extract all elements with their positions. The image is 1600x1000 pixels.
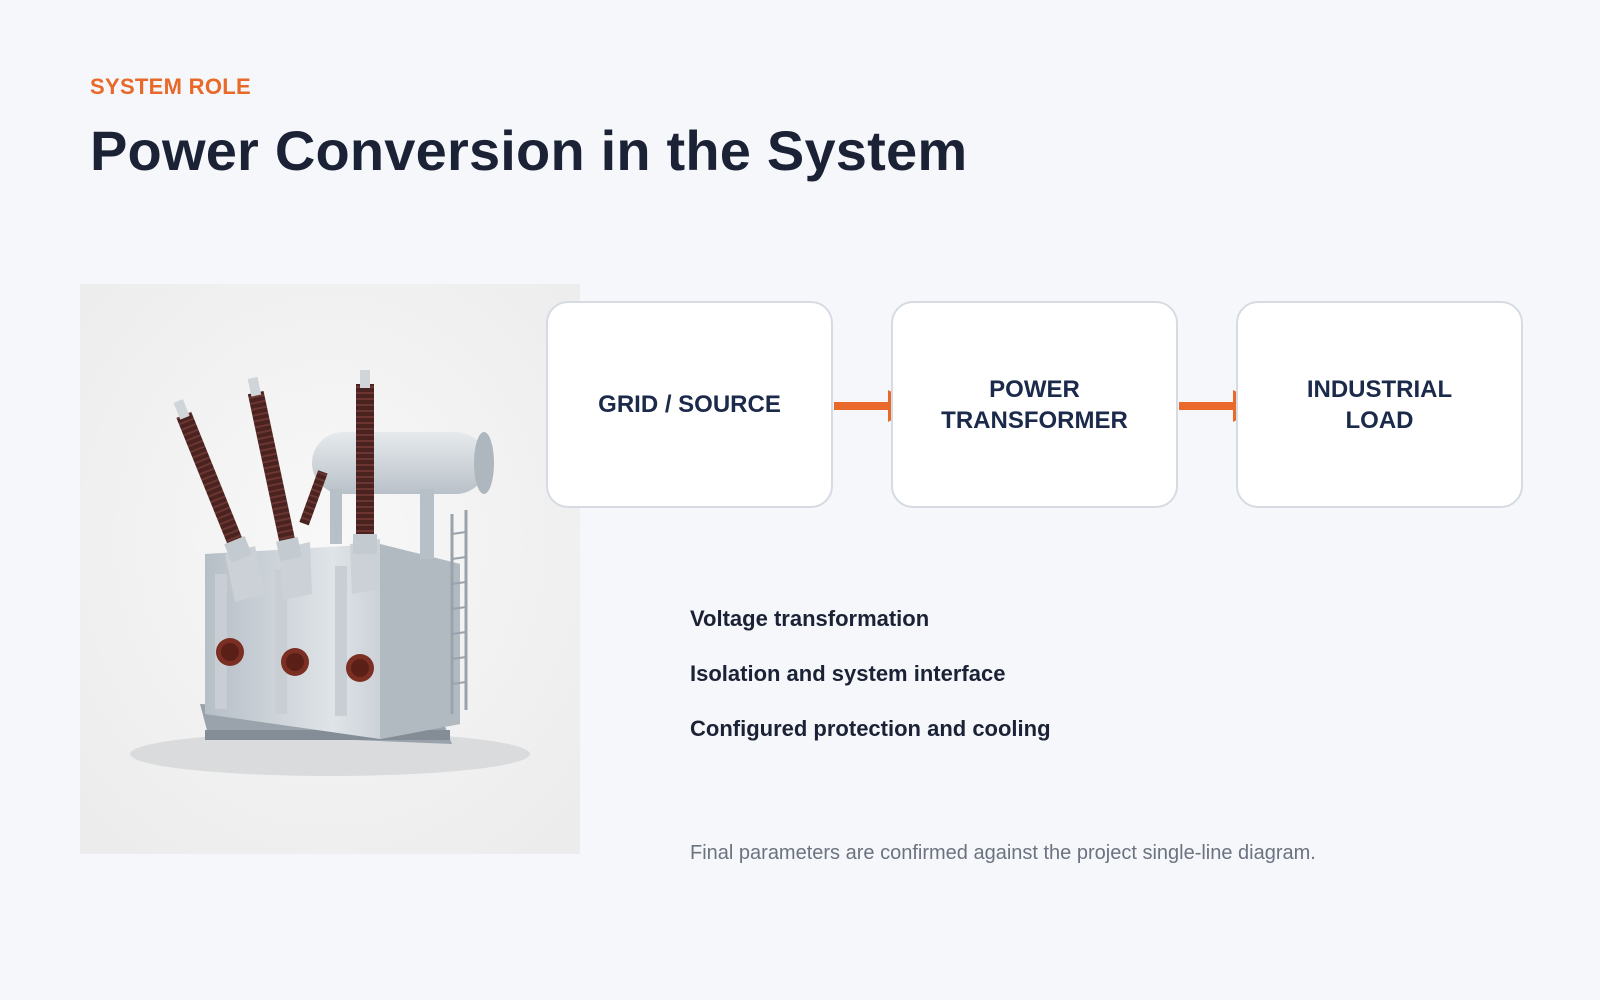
flow-box-power-transformer: POWER TRANSFORMER — [891, 301, 1178, 508]
page-title: Power Conversion in the System — [90, 119, 968, 182]
list-item: Isolation and system interface — [690, 661, 1006, 686]
feature-list: Voltage transformation Isolation and sys… — [690, 606, 1051, 771]
flow-box-label: GRID / SOURCE — [598, 391, 781, 418]
flow-box-label: POWER TRANSFORMER — [941, 375, 1128, 434]
eyebrow-label: SYSTEM ROLE — [90, 74, 251, 99]
transformer-photo — [80, 284, 580, 854]
flow-box-label: INDUSTRIAL LOAD — [1306, 375, 1453, 434]
list-item: Configured protection and cooling — [690, 716, 1051, 741]
flow-box-grid-source: GRID / SOURCE — [546, 301, 833, 508]
flow-box-industrial-load: INDUSTRIAL LOAD — [1236, 301, 1523, 508]
list-item: Voltage transformation — [690, 606, 930, 631]
footnote: Final parameters are confirmed against t… — [690, 842, 1316, 864]
power-transformer-image — [80, 284, 580, 854]
